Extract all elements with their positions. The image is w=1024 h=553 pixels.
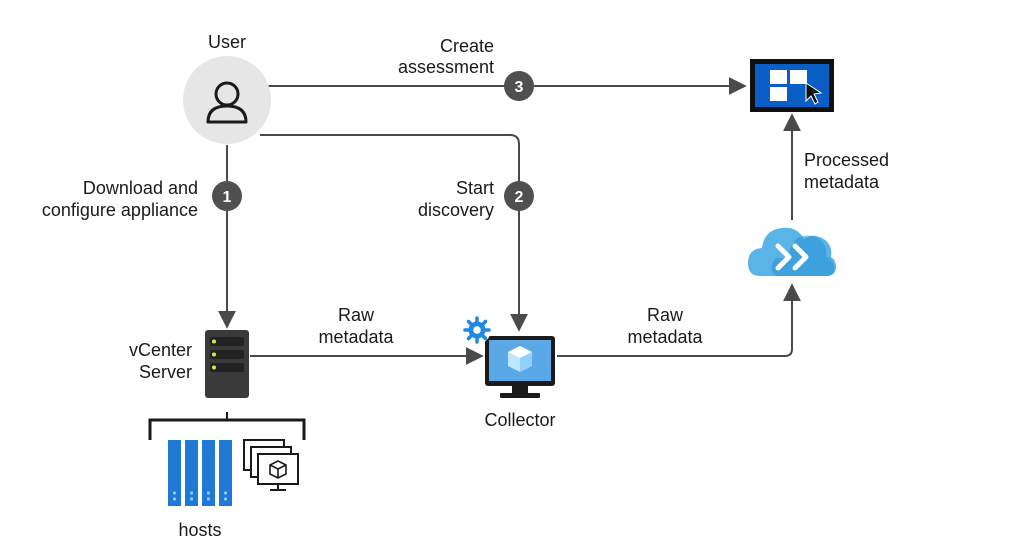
user-icon	[183, 56, 271, 144]
step-3-badge: 3	[504, 71, 534, 101]
connectors	[218, 77, 801, 365]
vcenter-label-line2: Server	[139, 362, 192, 382]
cloud-icon	[748, 227, 836, 276]
step-3-label-line1: Create	[440, 36, 494, 56]
processed-metadata-line1: Processed	[804, 150, 889, 170]
edge-collector-to-cloud	[557, 283, 801, 357]
raw-metadata-right-line2: metadata	[627, 327, 703, 347]
raw-metadata-left-line1: Raw	[338, 305, 375, 325]
gear-icon	[463, 316, 491, 344]
server-icon	[205, 330, 249, 398]
step-2-label-line2: discovery	[418, 200, 494, 220]
step-2-number: 2	[515, 189, 524, 206]
step-3-label-line2: assessment	[398, 57, 494, 77]
processed-metadata-line2: metadata	[804, 172, 880, 192]
user-label: User	[208, 32, 246, 52]
collector-label: Collector	[484, 410, 555, 430]
step-1-label-line1: Download and	[83, 178, 198, 198]
vcenter-label-line1: vCenter	[129, 340, 192, 360]
step-3-number: 3	[515, 79, 524, 96]
step-1-number: 1	[223, 189, 232, 206]
raw-metadata-left-line2: metadata	[318, 327, 394, 347]
step-1-badge: 1	[212, 181, 242, 211]
hosts-bracket	[148, 412, 306, 440]
hosts-label: hosts	[178, 520, 221, 540]
collector-monitor-icon	[485, 336, 555, 398]
step-2-badge: 2	[504, 181, 534, 211]
hosts-icon	[168, 440, 232, 506]
edge-user-to-collector	[260, 134, 528, 332]
raw-metadata-right-line1: Raw	[647, 305, 684, 325]
step-1-label-line2: configure appliance	[42, 200, 198, 220]
portal-icon	[750, 59, 834, 112]
vm-stack-icon	[243, 439, 299, 491]
step-2-label-line1: Start	[456, 178, 494, 198]
